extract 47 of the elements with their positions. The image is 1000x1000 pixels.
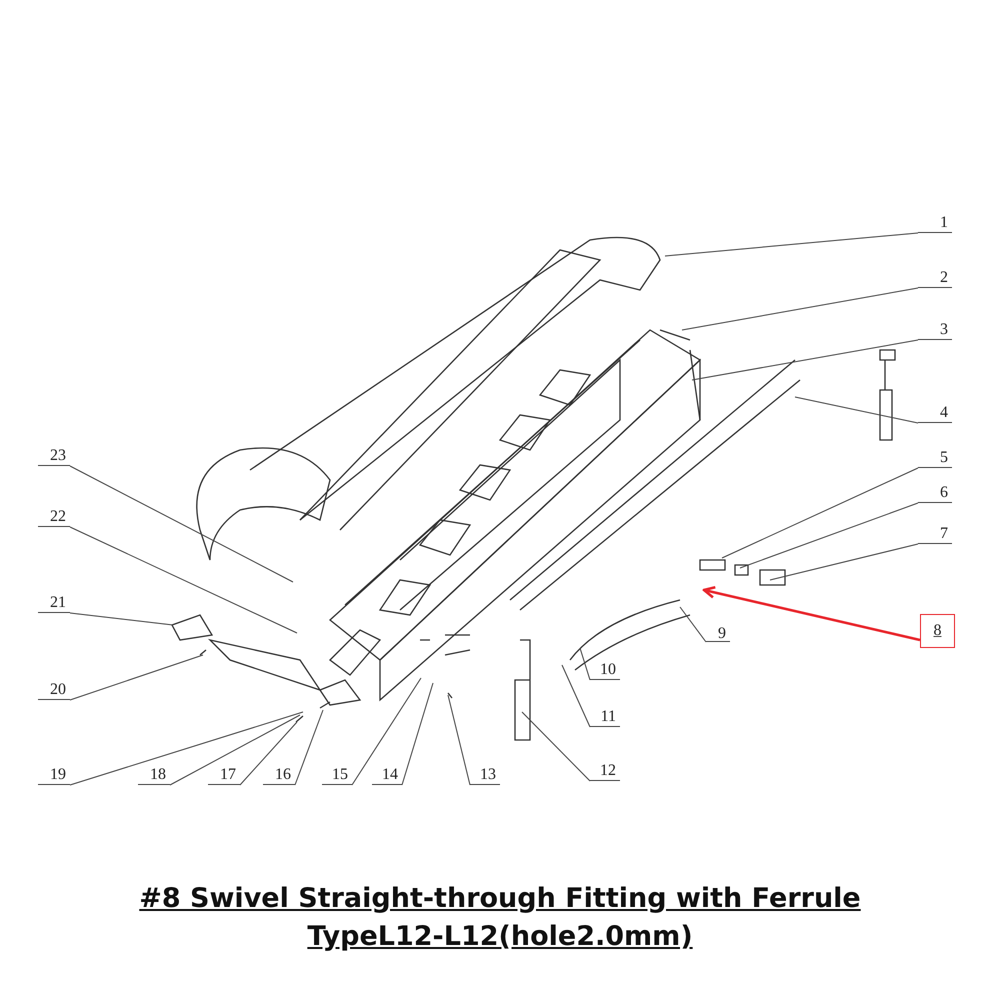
callout-number: 16 (263, 765, 295, 785)
callout-number: 2 (918, 268, 952, 288)
leader-line (682, 288, 918, 330)
callout-number: 4 (918, 403, 952, 423)
callout-number: 6 (918, 483, 952, 503)
callout-number: 5 (918, 448, 952, 468)
leader-line (294, 710, 324, 786)
leader-line (70, 612, 174, 626)
leader-line (352, 678, 422, 786)
callout-number: 11 (590, 707, 620, 727)
leader-line (70, 526, 298, 634)
callout-number: 7 (918, 524, 952, 544)
leader-line (722, 468, 918, 558)
callout-number: 14 (372, 765, 402, 785)
leader-line (740, 502, 918, 568)
callout-number: 1 (918, 213, 952, 233)
leader-line (680, 606, 706, 642)
callout-number: 18 (138, 765, 170, 785)
leader-line (522, 712, 590, 782)
highlighted-callout-number: 8 (920, 614, 955, 648)
callout-number: 10 (590, 660, 620, 680)
leader-line (448, 694, 470, 786)
leader-line (664, 232, 918, 256)
callout-number: 15 (322, 765, 352, 785)
callout-number: 21 (38, 593, 70, 613)
arrow (702, 586, 920, 642)
leader-line (402, 682, 434, 786)
callout-number: 22 (38, 507, 70, 527)
callout-number: 19 (38, 765, 70, 785)
leader-line (70, 654, 204, 700)
leader-line (794, 396, 918, 424)
callout-number: 20 (38, 680, 70, 700)
callout-number: 23 (38, 446, 70, 466)
leader-line (70, 712, 304, 786)
leader-line (70, 466, 294, 582)
leader-line (562, 664, 590, 728)
callout-number: 12 (590, 761, 620, 781)
callout-number: 9 (706, 624, 730, 642)
leader-line (240, 722, 298, 786)
leader-line (580, 648, 590, 680)
callout-number: 3 (918, 320, 952, 340)
callout-number: 13 (470, 765, 500, 785)
leader-line (770, 544, 918, 580)
caption: #8 Swivel Straight-through Fitting with Ferrule TypeL12-L12(hole2.0mm) (138, 882, 862, 954)
leader-line (692, 340, 918, 380)
leader-line (170, 714, 300, 786)
callout-number: 17 (208, 765, 240, 785)
